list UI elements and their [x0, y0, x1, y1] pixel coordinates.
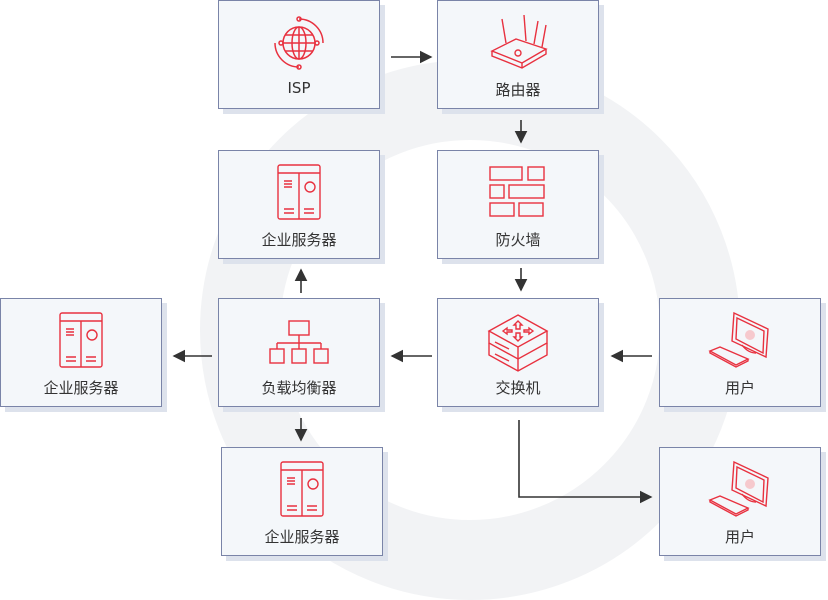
- node-label: ISP: [287, 79, 311, 97]
- node-server-bottom[interactable]: 企业服务器: [221, 447, 383, 556]
- node-switch[interactable]: 交换机: [437, 298, 599, 407]
- computer-icon: [708, 460, 769, 517]
- node-label: 企业服务器: [261, 231, 337, 249]
- node-user-bottom[interactable]: 用户: [659, 447, 821, 556]
- node-load-balancer[interactable]: 负载均衡器: [218, 298, 380, 407]
- node-server-left[interactable]: 企业服务器: [0, 298, 162, 407]
- node-label: 交换机: [495, 379, 541, 397]
- hierarchy-icon: [269, 320, 329, 364]
- node-label: 负载均衡器: [261, 379, 337, 397]
- node-label: 用户: [724, 528, 755, 546]
- router-icon: [490, 14, 548, 69]
- arrow-switch-user-bottom: [518, 420, 653, 504]
- server-icon: [277, 164, 321, 220]
- server-icon: [280, 461, 324, 517]
- node-user-right[interactable]: 用户: [659, 298, 821, 407]
- node-label: 用户: [724, 379, 755, 397]
- node-label: 企业服务器: [43, 379, 119, 397]
- node-router[interactable]: 路由器: [437, 0, 599, 109]
- switch-icon: [487, 314, 549, 372]
- server-icon: [59, 312, 103, 368]
- node-server-top[interactable]: 企业服务器: [218, 150, 380, 259]
- computer-icon: [708, 311, 769, 368]
- node-firewall[interactable]: 防火墙: [437, 150, 599, 259]
- node-label: 企业服务器: [264, 528, 340, 546]
- node-isp[interactable]: ISP: [218, 0, 380, 109]
- connections: [172, 50, 653, 504]
- firewall-icon: [489, 166, 545, 217]
- node-label: 路由器: [495, 81, 541, 99]
- globe-icon: [274, 16, 324, 70]
- node-label: 防火墙: [495, 231, 541, 249]
